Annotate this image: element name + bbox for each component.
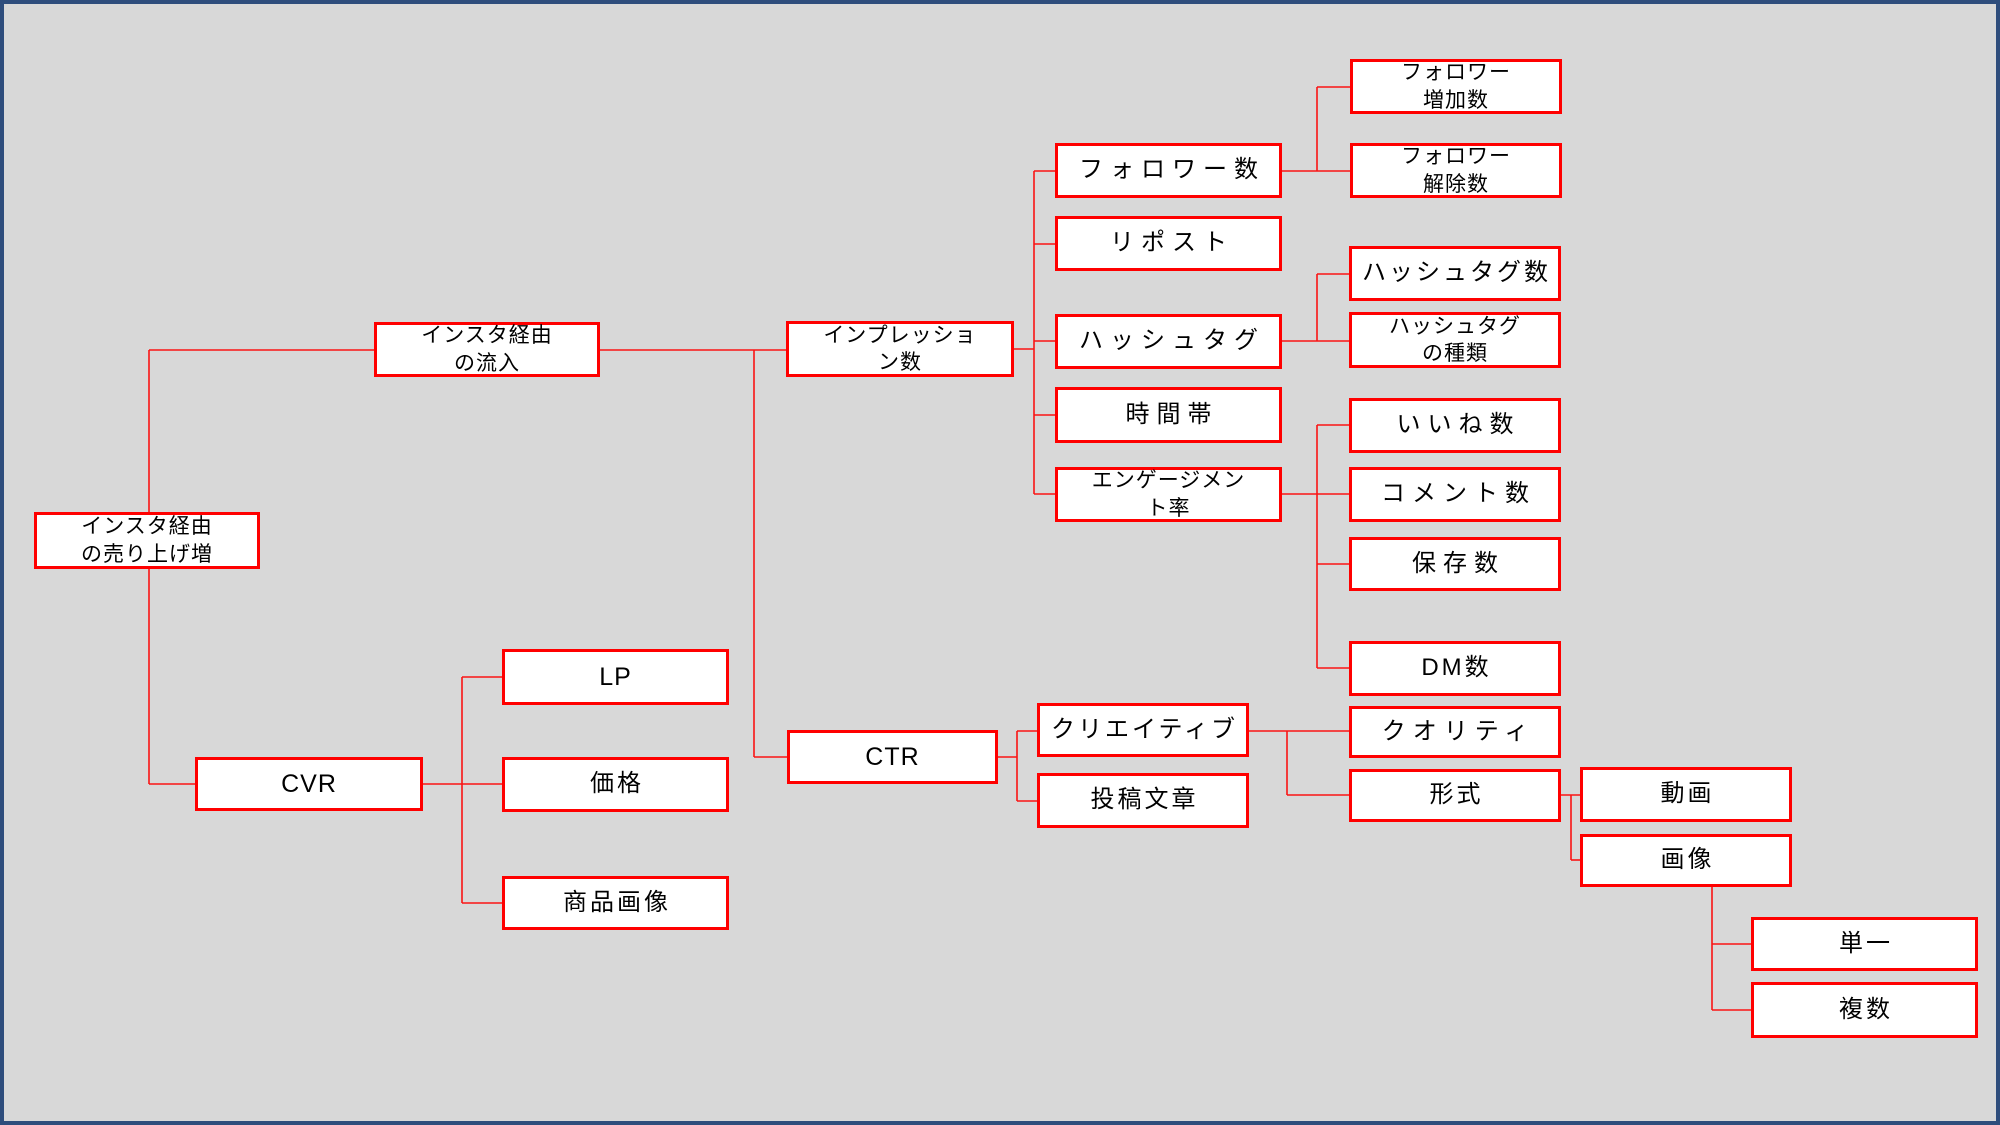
node-follower-gain: フォロワー 増加数 [1350,59,1562,114]
node-time-slot: 時間帯 [1055,387,1282,443]
node-dm: DM数 [1349,641,1561,696]
node-follower-loss: フォロワー 解除数 [1350,143,1562,198]
node-impressions: インプレッショ ン数 [786,321,1014,377]
node-multiple: 複数 [1751,982,1978,1038]
node-product-image: 商品画像 [502,876,729,930]
connector-lines [148,86,1751,1011]
node-quality: クオリティ [1349,706,1561,758]
node-engagement-rate: エンゲージメン ト率 [1055,467,1282,522]
node-hashtag: ハッシュタグ [1055,314,1282,369]
node-followers: フォロワー数 [1055,143,1282,198]
node-post-text: 投稿文章 [1037,773,1249,828]
node-hashtag-count: ハッシュタグ数 [1349,246,1561,301]
node-sales-increase: インスタ経由 の売り上げ増 [34,512,260,569]
node-saves: 保存数 [1349,537,1561,591]
node-hashtag-type: ハッシュタグ の種類 [1349,312,1561,368]
node-image: 画像 [1580,834,1792,887]
node-lp: LP [502,649,729,705]
node-likes: いいね数 [1349,398,1561,453]
node-price: 価格 [502,757,729,812]
node-video: 動画 [1580,767,1792,822]
node-cvr: CVR [195,757,423,811]
node-ctr: CTR [787,730,998,784]
node-format: 形式 [1349,769,1561,822]
node-instagram-inflow: インスタ経由 の流入 [374,322,600,377]
node-comments: コメント数 [1349,467,1561,522]
node-repost: リポスト [1055,216,1282,271]
node-single: 単一 [1751,917,1978,971]
node-creative: クリエイティブ [1037,703,1249,757]
